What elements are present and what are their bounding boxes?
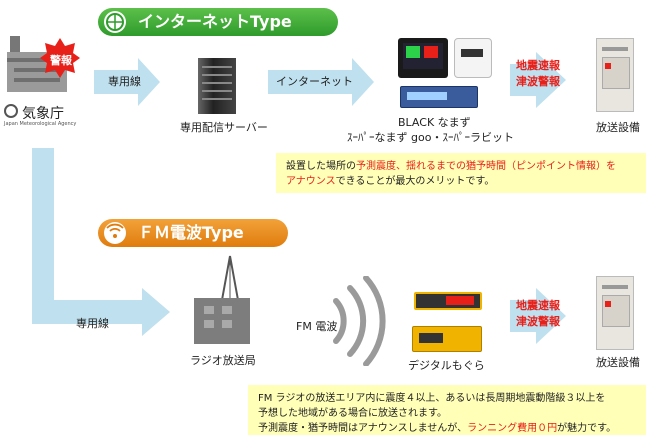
fm-note-line-3: 予測震度・猶予時間はアナウンスしませんが、ランニング費用０円が魅力です。 (258, 421, 636, 436)
fm-type-label: ＦＭ電波Type (138, 223, 244, 242)
tsunami-label-bottom: 津波警報 (516, 315, 560, 328)
fm-note-highlight: ランニング費用０円 (467, 423, 558, 434)
arrow-jma-to-radio (32, 148, 170, 336)
alert-badge: 警報 (50, 54, 72, 67)
arrow-devices-to-broadcast (510, 52, 566, 108)
fm-dedicated-line-label: 専用線 (76, 317, 109, 330)
super-namazu-device-icon (454, 38, 492, 78)
dedicated-line-label: 専用線 (108, 75, 141, 88)
fm-type-badge: ＦＭ電波Type (98, 219, 288, 247)
quake-warning-top: 地震速報 津波警報 (516, 58, 560, 90)
fm-note-line-1: FM ラジオの放送エリア内に震度４以上、あるいは長周期地震動階級３以上を (258, 393, 606, 404)
jma-label: 気象庁 (22, 106, 64, 122)
quake-label-bottom: 地震速報 (516, 299, 560, 312)
internet-link-label: インターネット (276, 75, 353, 88)
fm-note: FM ラジオの放送エリア内に震度４以上、あるいは長周期地震動階級３以上を 予想し… (248, 385, 646, 435)
internet-note: 設置した場所の予測震度、揺れるまでの猶予時間（ピンポイント情報）を アナウンスで… (276, 153, 646, 193)
fm-wave-label: FM 電波 (296, 320, 338, 333)
arrow-server-to-devices (268, 58, 374, 106)
globe-icon (104, 11, 126, 33)
tsunami-label-top: 津波警報 (516, 75, 560, 88)
broadcast-label-top: 放送設備 (596, 121, 640, 134)
jma-logo-icon (4, 104, 18, 118)
quake-label-top: 地震速報 (516, 59, 560, 72)
alert-burst-icon (40, 38, 80, 78)
radio-wave-icon (104, 222, 126, 244)
fm-note-text-end: が魅力です。 (557, 423, 617, 434)
radio-station-icon (194, 255, 250, 344)
black-namazu-device-icon (398, 38, 448, 78)
note-text: 設置した場所の (286, 161, 356, 172)
digital-mogura-display-icon (414, 292, 482, 310)
device-label-1: BLACK なまず (398, 116, 471, 129)
broadcast-label-bottom: 放送設備 (596, 356, 640, 369)
note-text-2: できることが最大のメリットです。 (335, 176, 495, 187)
device-label-2: ｽｰﾊﾟｰなまず goo・ｽｰﾊﾟｰラビット (347, 131, 514, 144)
arrow-jma-to-server (94, 58, 160, 106)
broadcast-equipment-icon-bottom (596, 276, 634, 350)
super-rabbit-device-icon (400, 86, 478, 108)
note-highlight: 予測震度、揺れるまでの猶予時間（ピンポイント情報）を (356, 161, 616, 172)
internet-type-badge: インターネットType (98, 8, 338, 36)
digital-mogura-label: デジタルもぐら (408, 359, 485, 372)
radio-station-label: ラジオ放送局 (190, 354, 256, 367)
note-highlight-2: アナウンス (286, 176, 336, 187)
quake-warning-bottom: 地震速報 津波警報 (516, 298, 560, 330)
fm-note-text: 予測震度・猶予時間はアナウンスしませんが、 (258, 423, 468, 434)
broadcast-equipment-icon-top (596, 38, 634, 112)
fm-note-line-2: 予想した地域がある場合に放送されます。 (258, 408, 447, 419)
internet-type-label: インターネットType (138, 12, 292, 31)
jma-sub-label: Japan Meteorological Agency (4, 121, 77, 127)
arrow-mogura-to-broadcast (510, 288, 566, 344)
fm-wave-icon (333, 276, 386, 366)
server-icon (198, 58, 236, 114)
server-label: 専用配信サーバー (180, 121, 268, 134)
digital-mogura-receiver-icon (412, 326, 482, 352)
